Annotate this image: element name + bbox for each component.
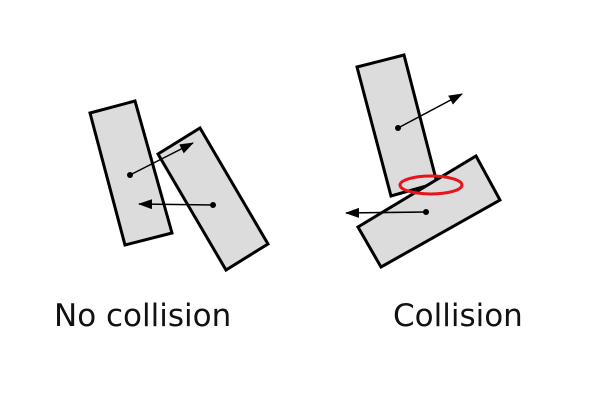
velocity-arrow-a	[129, 142, 194, 176]
collision-highlight-ellipse	[398, 174, 464, 196]
velocity-arrow-d	[345, 207, 427, 218]
velocity-arrow-c	[397, 93, 463, 129]
caption-no-collision: No collision	[54, 298, 232, 334]
caption-collision: Collision	[393, 298, 523, 334]
panel-no-collision	[88, 99, 271, 273]
panel-collision	[345, 53, 503, 270]
rectangle-d	[355, 153, 503, 270]
velocity-arrow-b	[138, 199, 214, 210]
rectangle-b	[155, 125, 271, 273]
